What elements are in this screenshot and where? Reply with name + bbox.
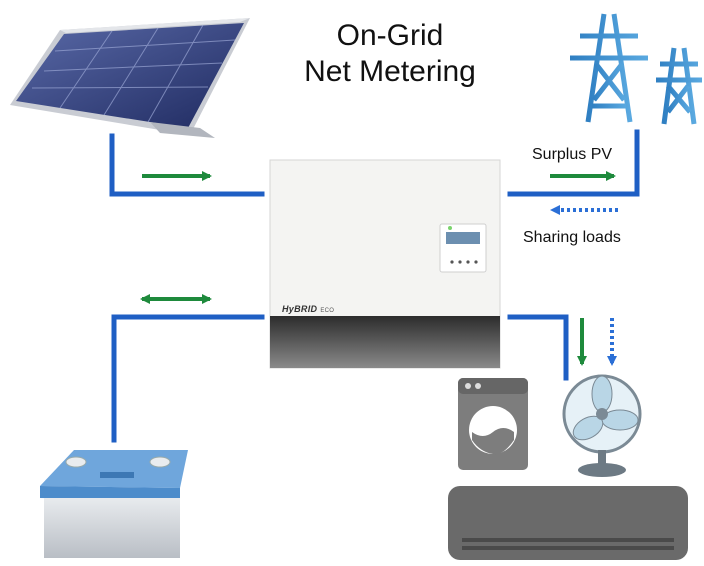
- wire-loads: [507, 314, 569, 381]
- brand-name: HyBRID: [282, 304, 318, 314]
- solar-panel-icon: [10, 18, 250, 138]
- title-line-2: Net Metering: [304, 55, 476, 88]
- battery-icon: [40, 450, 188, 558]
- power-tower-icon: [570, 8, 702, 125]
- sharing-loads-label: Sharing loads: [523, 229, 621, 246]
- washing-machine-icon: [458, 378, 528, 470]
- brand-suffix: ECO: [320, 308, 335, 314]
- wire-battery: [111, 314, 265, 443]
- wire-solar: [109, 133, 265, 197]
- diagram-title: On-Grid Net Metering: [270, 18, 510, 90]
- wiring: [109, 129, 640, 443]
- air-conditioner-icon: [448, 486, 688, 560]
- surplus-label: Surplus PV: [532, 146, 613, 163]
- wire-grid: [507, 129, 640, 197]
- fan-icon: [562, 374, 642, 477]
- inverter-icon: [269, 159, 501, 369]
- title-line-1: On-Grid: [336, 19, 444, 52]
- flow-arrows: [140, 171, 618, 366]
